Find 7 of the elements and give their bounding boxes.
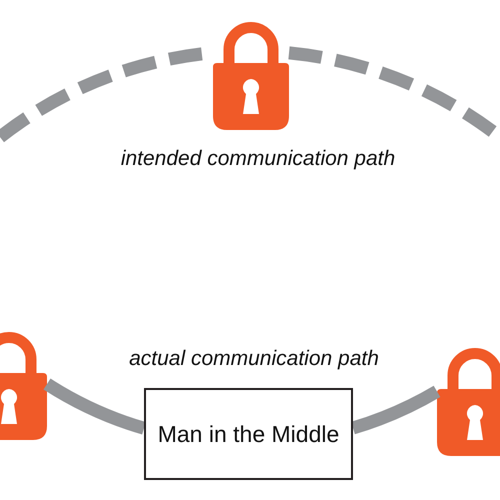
path-caption: actual communication path xyxy=(129,346,379,371)
padlock-icon xyxy=(437,348,500,456)
padlock-icon xyxy=(0,332,47,440)
path-caption: intended communication path xyxy=(120,146,396,171)
connector-line xyxy=(44,378,146,434)
padlock-icon xyxy=(213,22,289,130)
process-box: Man in the Middle xyxy=(144,388,353,480)
